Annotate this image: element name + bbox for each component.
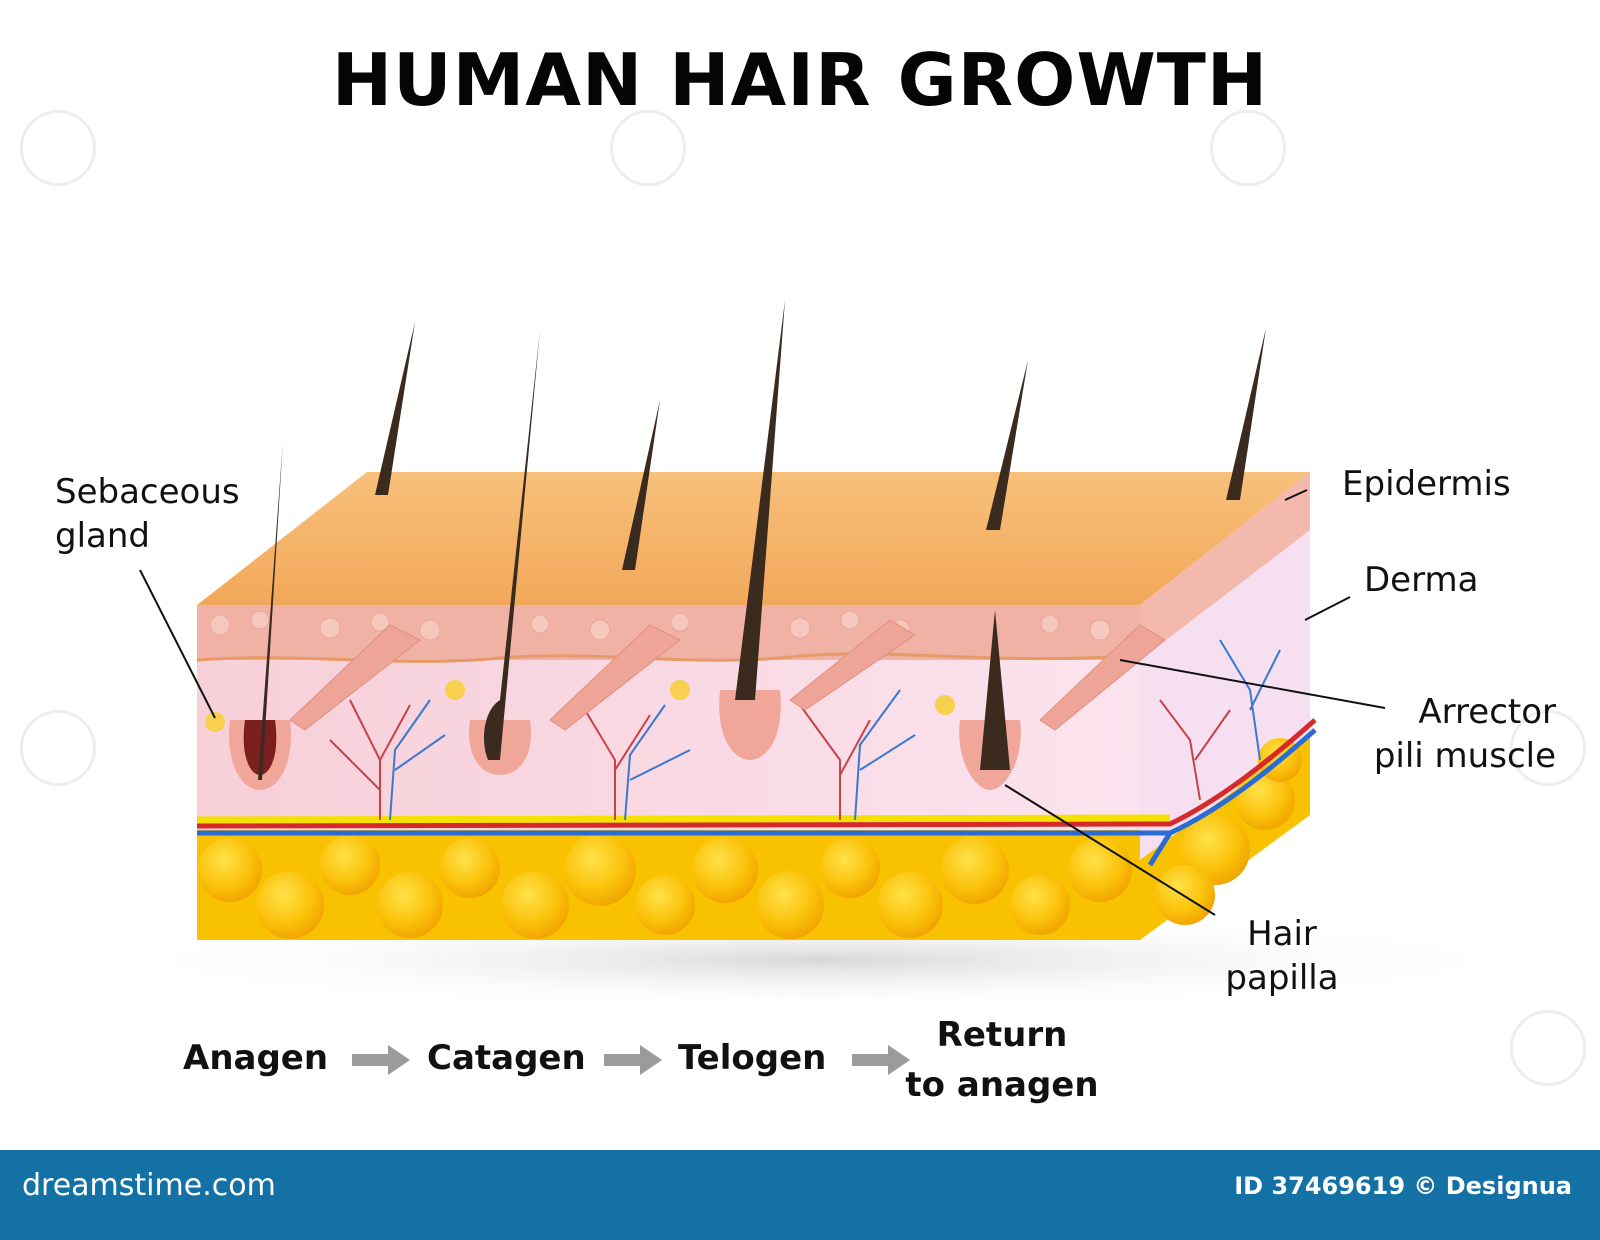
epidermis-layer: [197, 605, 1140, 660]
nerve-line: [196, 814, 1171, 824]
hair-follicle-2: [445, 330, 540, 775]
watermark-icon: [1510, 710, 1586, 786]
skin-surface: [197, 472, 1310, 605]
arrow-right-icon: [604, 1045, 662, 1075]
arrow-right-icon: [852, 1045, 910, 1075]
hair-follicle-3: [670, 300, 785, 760]
stage-return-to-anagen: Return to anagen: [905, 1015, 1099, 1105]
stage-anagen: Anagen: [183, 1038, 329, 1078]
leader-lines: [139, 489, 1386, 916]
arrector-pili-muscles: [289, 619, 1166, 731]
footer-credit: ID 37469619 © Designua: [1234, 1172, 1572, 1200]
fat-cells: [198, 834, 1132, 939]
hair-shafts: [375, 322, 1266, 570]
stage-telogen: Telogen: [678, 1038, 827, 1078]
epidermis-side-edge: [1140, 472, 1310, 660]
watermark-icon: [1510, 1010, 1586, 1086]
arrow-right-icon: [352, 1045, 410, 1075]
label-sebaceous-gland: Sebaceous gland: [55, 472, 240, 556]
diagram-title: HUMAN HAIR GROWTH: [331, 38, 1269, 122]
label-derma: Derma: [1364, 560, 1479, 600]
hair-follicle-1: [205, 440, 291, 790]
stage-catagen: Catagen: [427, 1038, 586, 1078]
footer-bar: dreamstime.com ID 37469619 © Designua: [0, 1150, 1600, 1240]
hair-follicle-4: [935, 610, 1021, 790]
label-epidermis: Epidermis: [1342, 464, 1511, 504]
capillaries: [329, 639, 1281, 821]
watermark-icon: [610, 110, 686, 186]
label-hair-papilla: Hair papilla: [1225, 914, 1339, 998]
watermark-icon: [1210, 110, 1286, 186]
footer-site-name: dreamstime.com: [22, 1168, 276, 1203]
vein-line: [197, 728, 1317, 836]
watermark-icon: [20, 110, 96, 186]
artery-line: [196, 718, 1317, 829]
watermark-icon: [20, 710, 96, 786]
label-arrector-pili-muscle: Arrector pili muscle: [1373, 692, 1556, 776]
skin-cross-section: [100, 300, 1540, 1010]
